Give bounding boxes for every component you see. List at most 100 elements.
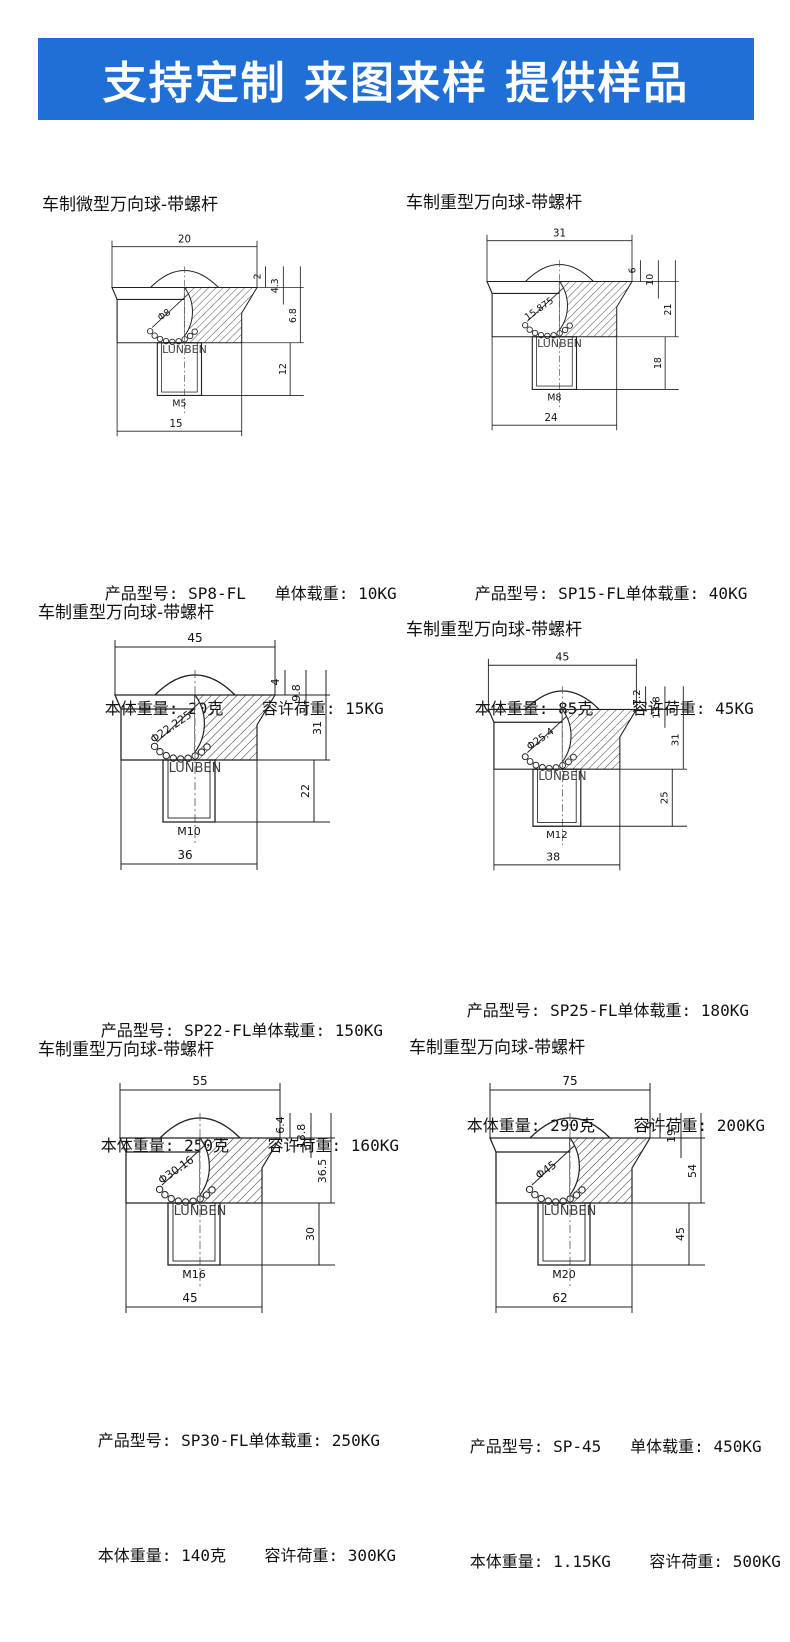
bearing-ball — [162, 751, 170, 760]
dim-v4-label: 45 — [674, 1227, 687, 1241]
bearing-ball — [561, 326, 569, 334]
ball-outline — [559, 281, 568, 331]
load-label: 单体载重: — [251, 1021, 335, 1040]
dim-bottom-label: 36 — [177, 848, 192, 862]
spec-row-1: 产品型号: SP8-FL 单体载重: 10KG — [47, 559, 397, 628]
load-value: 180KG — [700, 1001, 749, 1020]
housing-section — [183, 286, 258, 344]
allow-label: 容许荷重: — [264, 1546, 348, 1565]
load-label: 单体载重: — [248, 1431, 332, 1450]
allow-value: 45KG — [715, 699, 754, 718]
model-label: 产品型号: — [474, 584, 559, 603]
ball-diameter-label: Φ25.4 — [525, 726, 556, 752]
load-value: 10KG — [358, 584, 397, 603]
thread-label: M16 — [182, 1268, 206, 1281]
bearing-ball — [522, 322, 529, 329]
spec-row-1: 产品型号: SP30-FL单体载重: 250KG — [40, 1406, 396, 1475]
dim-v3-label: 54 — [686, 1164, 699, 1178]
load-label: 单体载重: — [625, 584, 709, 603]
dim-v2-label: 13.8 — [295, 1124, 308, 1149]
product-title: 车制重型万向球-带螺杆 — [38, 1040, 215, 1060]
dim-v3-label: 31 — [311, 721, 324, 735]
spec-row-2: 本体重量: 1.15KG 容许荷重: 500KG — [412, 1527, 781, 1596]
watermark: LUNBEN — [174, 1204, 227, 1219]
weight-value: 1.15KG — [553, 1552, 611, 1571]
dim-v3-label: 31 — [671, 733, 682, 746]
watermark: LUNBEN — [169, 761, 222, 776]
flange-lip — [111, 286, 186, 300]
dim-v1-label: 9 — [644, 1122, 657, 1129]
allow-label: 容许荷重: — [261, 699, 346, 718]
allow-value: 15KG — [345, 699, 384, 718]
product-title: 车制重型万向球-带螺杆 — [409, 1038, 586, 1058]
dim-v2-label: 19 — [665, 1129, 678, 1143]
ball-leader — [531, 1145, 575, 1186]
dim-top-label: 31 — [553, 228, 566, 239]
allow-value: 300KG — [347, 1546, 396, 1565]
ball-leader — [151, 293, 189, 328]
bearing-ball — [537, 1194, 545, 1203]
bearing-ball — [167, 1194, 175, 1203]
ball-outline — [199, 1137, 210, 1196]
thread-label: M10 — [177, 825, 201, 838]
product-title: 车制重型万向球-带螺杆 — [406, 620, 583, 640]
dim-v4-label: 22 — [299, 784, 312, 798]
load-value: 150KG — [334, 1021, 383, 1040]
thread-label: M8 — [547, 393, 561, 404]
allow-label: 容许荷重: — [631, 699, 716, 718]
allow-value: 160KG — [350, 1136, 399, 1155]
spec-row-1: 产品型号: SP22-FL单体载重: 150KG — [43, 996, 399, 1065]
dim-v2-label: 13.8 — [651, 696, 662, 719]
dim-top-label: 20 — [178, 234, 191, 245]
dim-bottom-label: 15 — [170, 419, 183, 430]
bearing-ball — [531, 1190, 539, 1199]
bearing-ball — [526, 758, 534, 765]
dim-bottom-label: 62 — [552, 1291, 567, 1305]
bearing-ball — [151, 332, 158, 339]
model-value: SP25-FL — [550, 1001, 618, 1020]
model-value: SP22-FL — [184, 1021, 252, 1040]
ball-diameter-label: Φ8 — [156, 307, 173, 324]
dim-v1-label: 6 — [627, 267, 638, 273]
bearing-ball — [197, 748, 206, 756]
dim-bottom-label: 24 — [545, 413, 558, 424]
housing-section — [558, 280, 633, 338]
dim-top-label: 55 — [192, 1074, 207, 1088]
ball-outline — [561, 709, 572, 763]
ball-leader — [527, 716, 567, 753]
dim-v1-label: 2 — [252, 273, 263, 279]
dim-v2-label: 4.3 — [270, 278, 281, 293]
bearing-ball — [578, 1186, 586, 1194]
dim-v3-label: 21 — [663, 304, 674, 316]
model-value: SP15-FL — [558, 584, 626, 603]
dim-v1-label: 4 — [269, 679, 282, 686]
shank-thread — [542, 1202, 586, 1262]
spec-row-2: 本体重量: 140克 容许荷重: 300KG — [40, 1521, 396, 1590]
bearing-ball — [147, 328, 154, 335]
banner: 支持定制 来图来样 提供样品 — [38, 38, 754, 120]
flange-lip — [486, 280, 561, 294]
watermark: LUNBEN — [537, 337, 582, 350]
bearing-ball — [161, 1190, 169, 1199]
thread-label: M20 — [552, 1268, 576, 1281]
ball-leader — [161, 1145, 205, 1186]
watermark: LUNBEN — [538, 769, 586, 783]
ball-outline — [184, 287, 193, 337]
product-specs: 产品型号: SP22-FL单体载重: 150KG 本体重量: 250克 容许荷重… — [43, 950, 399, 1226]
dim-v2-label: 9.8 — [290, 684, 303, 702]
weight-label: 本体重量: — [97, 1546, 182, 1565]
allow-label: 容许荷重: — [649, 1552, 733, 1571]
bearing-ball — [532, 761, 540, 769]
bearing-ball — [156, 335, 164, 343]
bearing-ball — [156, 747, 164, 756]
ball-diameter-label: Φ22.225 — [148, 708, 194, 746]
model-label: 产品型号: — [104, 584, 189, 603]
product-title: 车制重型万向球-带螺杆 — [38, 603, 215, 623]
bearing-ball — [566, 322, 573, 329]
spec-row-1: 产品型号: SP15-FL单体载重: 40KG — [417, 559, 754, 628]
